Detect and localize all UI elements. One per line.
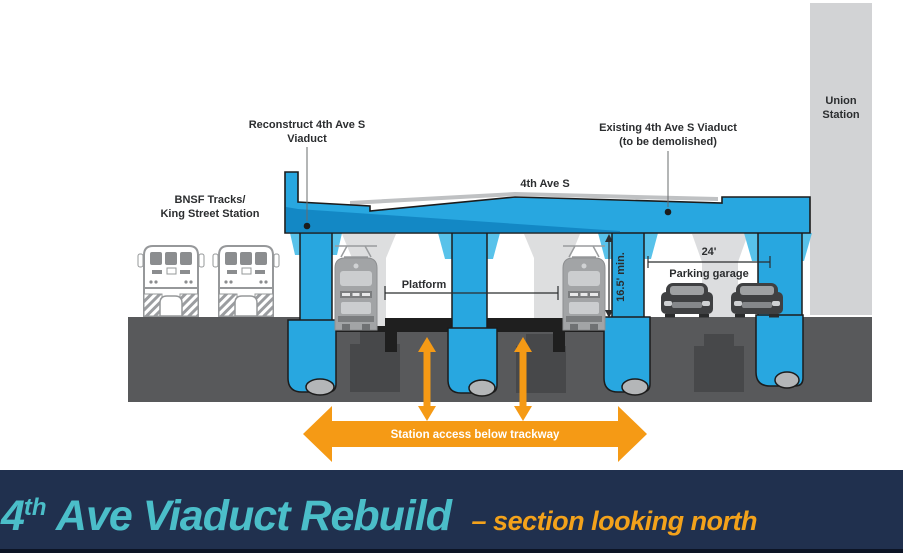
viaduct-columns	[287, 230, 804, 397]
union-station-building	[810, 3, 872, 315]
title-subtitle: – section looking north	[471, 506, 758, 536]
title-bar: 4th Ave Viaduct Rebuild – section lookin…	[0, 470, 903, 553]
station-platform	[385, 318, 565, 352]
column-3-pile	[621, 378, 649, 396]
reconstruct-label-line1: Reconstruct 4th Ave S	[249, 119, 366, 131]
bnsf-label-line1: BNSF Tracks/	[175, 194, 246, 206]
access-label: Station access below trackway	[391, 429, 560, 441]
clearance-label: 16.5' min.	[615, 252, 627, 302]
vertical-double-arrow-icon	[418, 337, 436, 421]
page-title: 4th Ave Viaduct Rebuild – section lookin…	[1, 492, 758, 541]
garage-dimension	[647, 256, 771, 268]
light-rail-train-icon	[334, 245, 378, 331]
union-station-label-line2: Station	[822, 109, 860, 121]
leader-dot	[664, 208, 672, 216]
reconstruct-label-line2: Viaduct	[287, 133, 327, 145]
column-3	[611, 230, 645, 320]
bnsf-label-line2: King Street Station	[160, 208, 259, 220]
leader-dot	[303, 222, 311, 230]
title-main: 4th Ave Viaduct Rebuild	[1, 492, 452, 540]
deck-shadow	[286, 207, 620, 233]
column-4-pile	[774, 371, 800, 389]
section-diagram: Union Station	[128, 3, 872, 462]
existing-deck-ghost	[350, 192, 718, 205]
union-station-label-line1: Union	[825, 95, 856, 107]
platform-label: Platform	[402, 279, 447, 291]
platform-dimension	[384, 286, 559, 300]
dimension-arrow-up	[605, 234, 613, 242]
column-2	[451, 230, 488, 332]
existing-label-line2: (to be demolished)	[619, 136, 717, 148]
car-icon	[731, 283, 783, 318]
vertical-double-arrow-icon	[514, 337, 532, 421]
viaduct-deck	[284, 171, 811, 234]
column-2-pile	[468, 379, 496, 397]
station-access-arrows	[303, 337, 647, 462]
dimension-arrow-down	[605, 310, 613, 318]
garage-label: Parking garage	[669, 268, 748, 280]
column-1-pile	[305, 378, 335, 396]
bnsf-train-icon	[137, 245, 205, 317]
garage-width-label: 24'	[702, 246, 717, 258]
car-icon	[661, 283, 713, 318]
horizontal-double-arrow-icon	[303, 406, 647, 462]
street-label: 4th Ave S	[520, 178, 569, 190]
light-rail-train-icon	[562, 245, 606, 331]
column-1	[299, 230, 333, 325]
bnsf-train-icon	[212, 245, 280, 317]
title-bar-bottom-strip	[0, 549, 903, 553]
existing-label-line1: Existing 4th Ave S Viaduct	[599, 122, 737, 134]
title-ordinal: th	[23, 494, 47, 521]
